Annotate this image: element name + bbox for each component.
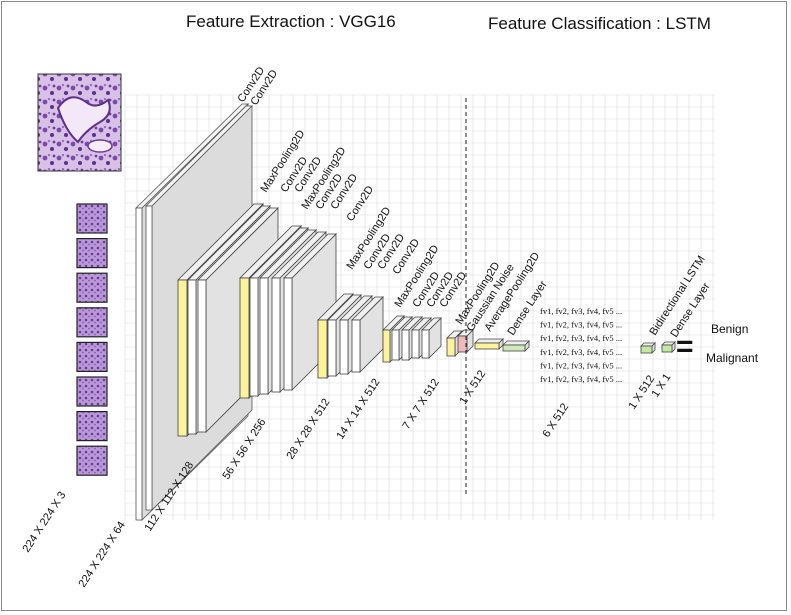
block-front-face — [391, 329, 400, 361]
dim-input: 224 X 224 X 3 — [20, 490, 68, 555]
input-histology-image — [37, 73, 122, 172]
block-front-face — [259, 277, 269, 395]
feature-vector-row: fv1, fv2, fv3, fv4, fv5 ... — [540, 320, 622, 330]
block-front-face — [271, 277, 281, 393]
slab-front-face — [145, 205, 153, 511]
feature-vector-row: fv1, fv2, fv3, fv4, fv5 ... — [540, 360, 622, 370]
block-front-face — [640, 345, 653, 354]
block-front-face — [502, 344, 526, 352]
dim-28x28x512: 28 X 28 X 512 — [284, 397, 332, 462]
conv-block-5d — [421, 317, 442, 359]
image-patch — [76, 238, 108, 269]
output-class-benign: Benign — [711, 322, 748, 336]
equals-sign: = — [676, 330, 694, 363]
image-patch — [76, 445, 108, 476]
block-front-face — [327, 319, 337, 377]
image-patch — [76, 203, 108, 234]
block-front-face — [457, 335, 468, 353]
block-top-face — [502, 340, 530, 346]
block-front-face — [446, 337, 456, 357]
dense-block-1 — [502, 340, 530, 352]
block-top-face — [474, 338, 504, 344]
block-top-face — [640, 342, 656, 347]
dim-14x14x512: 14 X 14 X 512 — [334, 377, 382, 442]
image-patch — [76, 411, 108, 442]
image-patch — [76, 307, 108, 338]
block-front-face — [239, 277, 250, 399]
block-front-face — [474, 342, 500, 350]
image-patch — [76, 341, 108, 372]
image-patch — [76, 376, 108, 407]
block-front-face — [411, 329, 420, 359]
block-front-face — [661, 344, 673, 353]
dim-7x7x512: 7 X 7 X 512 — [400, 377, 441, 432]
bidirectional-lstm-block — [640, 342, 656, 354]
image-patch-column — [76, 203, 108, 476]
feature-vector-row: fv1, fv2, fv3, fv4, fv5 ... — [540, 374, 622, 384]
block-front-face — [177, 279, 188, 437]
feature-classification-title: Feature Classification : LSTM — [488, 14, 711, 33]
slab-front-face — [135, 207, 143, 521]
average-pooling-block — [474, 338, 504, 350]
dense-block-2 — [661, 341, 676, 353]
block-front-face — [197, 279, 207, 433]
block-front-face — [339, 319, 349, 375]
feature-extraction-title: Feature Extraction : VGG16 — [186, 12, 396, 31]
dim-224x224x64: 224 X 224 X 64 — [76, 519, 127, 589]
feature-vector-row: fv1, fv2, fv3, fv4, fv5 ... — [540, 347, 622, 357]
image-patch — [76, 272, 108, 303]
gaussian-noise-block — [457, 329, 474, 353]
feature-vector-sequence: fv1, fv2, fv3, fv4, fv5 ... fv1, fv2, fv3… — [540, 306, 622, 384]
output-class-malignant: Malignant — [706, 351, 759, 365]
block-front-face — [317, 319, 328, 379]
conv-block-4c — [351, 296, 384, 373]
block-front-face — [401, 329, 410, 361]
feature-vector-row: fv1, fv2, fv3, fv4, fv5 ... — [540, 333, 622, 343]
block-front-face — [249, 277, 259, 397]
block-front-face — [283, 277, 293, 391]
block-front-face — [187, 279, 197, 435]
block-front-face — [351, 319, 361, 373]
vgg16-layer-stack — [135, 103, 676, 521]
block-front-face — [382, 329, 391, 363]
block-front-face — [421, 329, 430, 359]
feature-vector-row: fv1, fv2, fv3, fv4, fv5 ... — [540, 306, 622, 316]
